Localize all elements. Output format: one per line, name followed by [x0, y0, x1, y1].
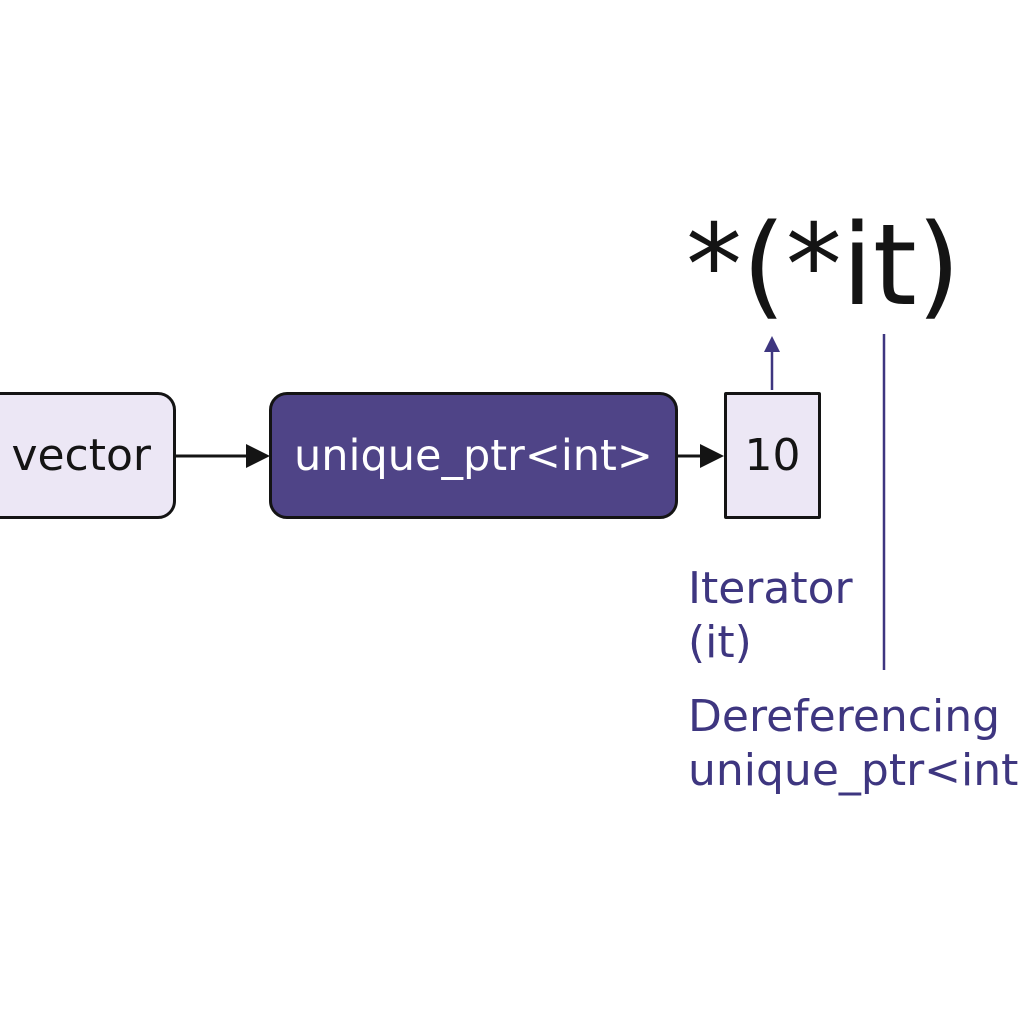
edge-unique-ptr-to-value-head	[700, 444, 724, 468]
edge-vector-to-unique-ptr-head	[246, 444, 270, 468]
vector-node: vector	[0, 392, 176, 519]
value-node-label: 10	[744, 430, 801, 481]
dereferencing-annotation: Dereferencing unique_ptr<int	[688, 690, 1018, 798]
edge-value-to-expression-head	[764, 336, 780, 352]
unique-ptr-node: unique_ptr<int>	[269, 392, 678, 519]
iterator-annotation-line2: (it)	[688, 617, 752, 668]
vector-node-label: vector	[11, 430, 151, 481]
iterator-annotation: Iterator (it)	[688, 562, 853, 670]
iterator-annotation-line1: Iterator	[688, 563, 853, 614]
dereference-expression: *(*it)	[686, 201, 961, 331]
unique-ptr-node-label: unique_ptr<int>	[294, 430, 653, 481]
value-node: 10	[724, 392, 821, 519]
dereferencing-annotation-line1: Dereferencing	[688, 691, 1001, 742]
dereferencing-annotation-line2: unique_ptr<int	[688, 745, 1019, 796]
